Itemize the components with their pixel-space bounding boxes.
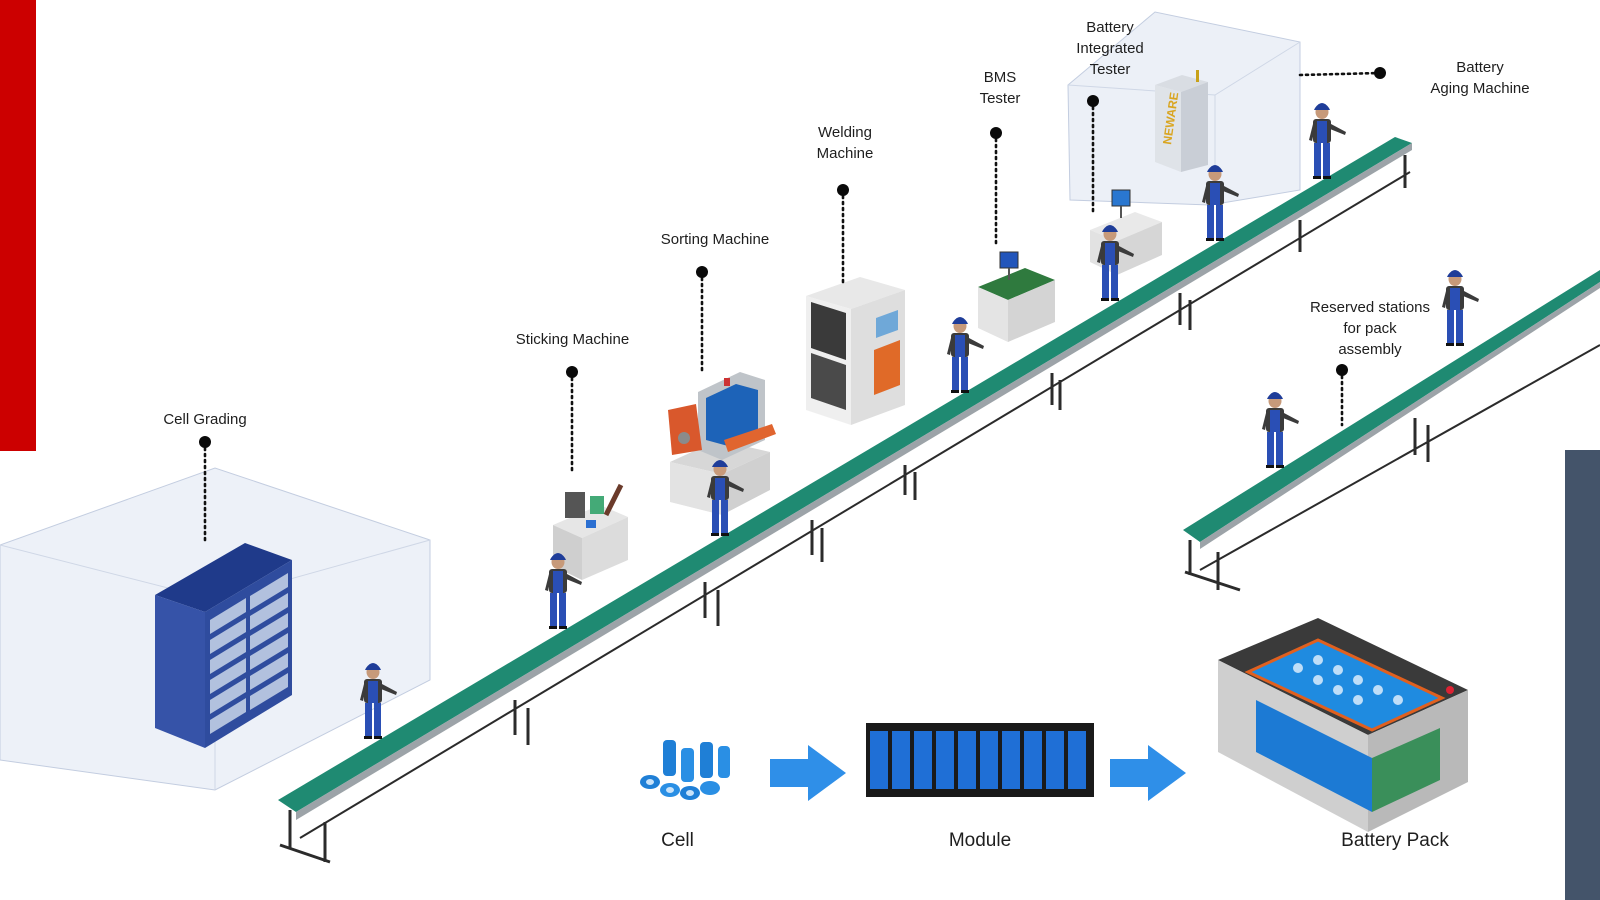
bms-tester-label: BMS Tester — [979, 69, 1021, 107]
cell-grading-cabinet — [155, 543, 292, 748]
cell-label: Cell — [661, 830, 694, 851]
battery-aging-machine-label: Battery Aging Machine — [1430, 59, 1530, 97]
left-accent-bar — [0, 0, 36, 451]
right-accent-bar — [1565, 450, 1600, 900]
welding-machine-unit — [806, 277, 905, 425]
sorting-machine-label: Sorting Machine — [660, 231, 770, 248]
module-label: Module — [948, 830, 1012, 851]
worker-aging — [1309, 103, 1346, 179]
sticking-machine-label: Sticking Machine — [515, 331, 630, 348]
battery-pack-icon — [1218, 618, 1468, 832]
cell-grading-label: Cell Grading — [163, 411, 247, 428]
sticking-machine-unit — [553, 483, 628, 580]
cell-icon — [640, 740, 730, 800]
reserved-stations-label: Reserved stations for pack assembly — [1309, 299, 1431, 358]
main-conveyor — [278, 137, 1412, 864]
battery-pack-label: Battery Pack — [1341, 830, 1449, 851]
leader-lines — [203, 71, 1382, 542]
leader-dots — [199, 67, 1386, 448]
battery-aging-cabinet: NEWARE — [1155, 70, 1208, 172]
arrow-right-icon — [770, 745, 846, 801]
arrow-right-icon — [1110, 745, 1186, 801]
secondary-conveyor — [1183, 270, 1600, 592]
worker-reserved-1 — [1262, 392, 1299, 468]
welding-machine-label: Welding Machine — [816, 124, 874, 162]
battery-integrated-tester-label: Battery Integrated Tester — [1076, 19, 1144, 78]
module-icon — [866, 723, 1094, 797]
worker-welding — [947, 317, 984, 393]
sorting-machine-unit — [668, 372, 776, 515]
bms-tester-unit — [978, 251, 1055, 342]
